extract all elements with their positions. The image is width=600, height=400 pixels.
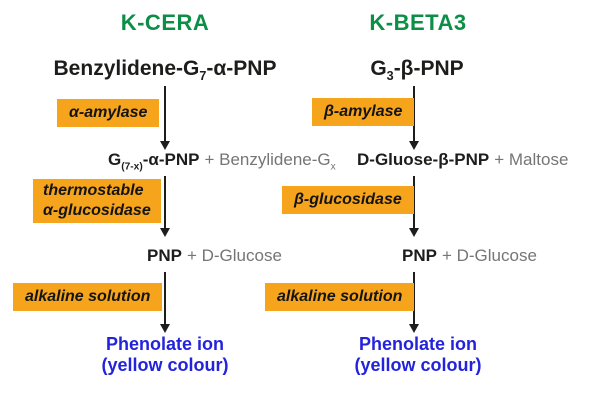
kbeta3-substrate-subscript: 3 (386, 69, 394, 84)
arrowhead-icon (160, 141, 170, 150)
flow-arrow-right-2 (409, 176, 419, 237)
kcera-substrate-pre: Benzylidene-G (53, 57, 200, 80)
kcera-header: K-CERA (120, 10, 210, 35)
kbeta3-header: K-BETA3 (369, 10, 467, 35)
kcera-product-1-byproduct-subscript: x (330, 161, 336, 173)
arrow-shaft (164, 86, 166, 141)
arrowhead-icon (160, 324, 170, 333)
alkaline-solution-box-right: alkaline solution (265, 283, 415, 311)
kcera-product-1-byproduct-text: + Benzylidene-G (204, 150, 331, 169)
kcera-product-1-byproduct: + Benzylidene-Gx (204, 150, 336, 173)
kcera-result-line2: (yellow colour) (101, 355, 229, 375)
kbeta3-substrate: G3-β-PNP (370, 57, 464, 84)
enzyme-label-line1: thermostable (43, 182, 144, 199)
arrow-shaft (164, 272, 166, 324)
flow-arrow-left-3 (160, 272, 170, 333)
kcera-product-2-byproduct: + D-Glucose (186, 246, 282, 265)
kcera-product-1-bold-post: -α-PNP (142, 150, 200, 169)
arrowhead-icon (409, 324, 419, 333)
kbeta3-result-line1: Phenolate ion (358, 334, 478, 354)
alpha-amylase-box: α-amylase (57, 99, 160, 127)
arrowhead-icon (409, 228, 419, 237)
kcera-product-1-bold-pre: G (108, 150, 122, 169)
beta-glucosidase-box: β-glucosidase (282, 186, 414, 214)
kbeta3-product-2-bold: PNP (402, 246, 437, 265)
kbeta3-product-1: D-Gluose-β-PNP+ Maltose (357, 150, 568, 170)
kbeta3-product-1-byproduct: + Maltose (494, 150, 569, 169)
kcera-result: Phenolate ion (yellow colour) (101, 334, 228, 376)
enzyme-label-line2: α-glucosidase (43, 202, 151, 219)
kbeta3-product-2-byproduct: + D-Glucose (441, 246, 537, 265)
kcera-result-line1: Phenolate ion (105, 334, 225, 354)
kbeta3-product-2: PNP+ D-Glucose (402, 246, 537, 266)
kbeta3-result-line2: (yellow colour) (354, 355, 482, 375)
arrowhead-icon (160, 228, 170, 237)
kbeta3-result: Phenolate ion (yellow colour) (354, 334, 481, 376)
arrow-shaft (413, 176, 415, 228)
kbeta3-substrate-post: -β-PNP (393, 57, 464, 80)
kcera-product-1-subscript: (7-x) (121, 161, 143, 173)
kcera-product-1-bold: G(7-x)-α-PNP (108, 150, 200, 173)
arrowhead-icon (409, 141, 419, 150)
thermostable-alpha-glucosidase-box: thermostable α-glucosidase (33, 179, 161, 223)
kbeta3-substrate-pre: G (370, 57, 387, 80)
kbeta3-product-1-bold: D-Gluose-β-PNP (357, 150, 490, 169)
kcera-product-2-bold: PNP (147, 246, 182, 265)
flow-arrow-left-2 (160, 176, 170, 237)
kcera-product-1: G(7-x)-α-PNP+ Benzylidene-Gx (108, 150, 336, 173)
kcera-substrate: Benzylidene-G7-α-PNP (53, 57, 277, 84)
beta-amylase-box: β-amylase (312, 98, 415, 126)
kcera-substrate-post: -α-PNP (206, 57, 277, 80)
flow-arrow-left-1 (160, 86, 170, 150)
kcera-substrate-subscript: 7 (199, 69, 207, 84)
kcera-product-2: PNP+ D-Glucose (147, 246, 282, 266)
arrow-shaft (164, 176, 166, 228)
alkaline-solution-box-left: alkaline solution (13, 283, 163, 311)
